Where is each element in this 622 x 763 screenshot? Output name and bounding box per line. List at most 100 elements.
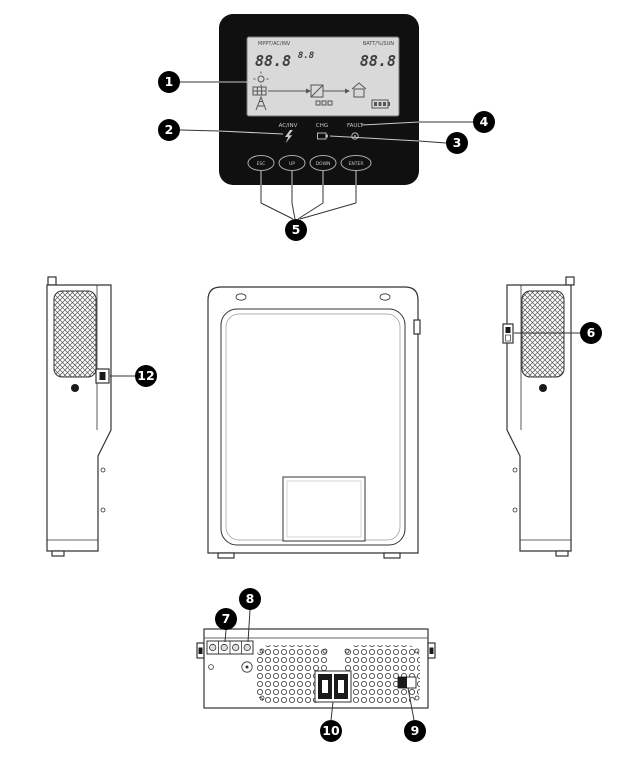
svg-text:ENTER: ENTER xyxy=(349,161,364,167)
callout-4: 4 xyxy=(361,111,495,133)
button-up: UP xyxy=(278,155,306,171)
function-buttons: ESC UP DOWN ENTER xyxy=(247,155,372,171)
lcd-digits-left: 88.8 xyxy=(255,52,291,70)
power-switch-edge xyxy=(413,319,421,335)
svg-text:UP: UP xyxy=(289,161,295,167)
fan-grille xyxy=(521,290,565,378)
lcd-sun-icon xyxy=(253,71,269,87)
lcd-battery-icon xyxy=(371,99,390,109)
front-view xyxy=(207,286,421,559)
terminal-screw xyxy=(232,643,240,652)
led-chg-label: CHG xyxy=(316,123,328,129)
knockout-center xyxy=(245,665,249,669)
screw-icon xyxy=(100,467,106,473)
lcd-label-left: MPPT/AC/INV xyxy=(258,41,291,47)
screw-slot xyxy=(379,293,391,301)
power-switch xyxy=(502,323,514,344)
svg-text:10: 10 xyxy=(322,723,340,738)
mount-tab xyxy=(565,276,575,286)
lcd-inverter-icon xyxy=(310,84,324,98)
screw-icon xyxy=(414,648,420,654)
svg-text:2: 2 xyxy=(165,122,174,137)
led-indicators: AC/INV CHG FAULT xyxy=(279,123,364,144)
screw-icon xyxy=(322,648,328,654)
led-ac-inv: AC/INV xyxy=(279,123,298,144)
callout-10: 10 xyxy=(320,701,342,742)
svg-text:8: 8 xyxy=(246,591,255,606)
fan-grille xyxy=(53,290,97,378)
foot xyxy=(217,552,235,559)
led-chg: CHG xyxy=(316,123,328,140)
button-esc: ESC xyxy=(247,155,275,171)
screw-icon xyxy=(208,664,214,670)
led-fault-label: FAULT xyxy=(347,123,364,129)
callout-7: 7 xyxy=(215,608,237,643)
lcd-pv-panel-icon xyxy=(252,86,267,96)
mount-slot xyxy=(198,647,203,654)
fault-led-dot xyxy=(354,135,356,137)
screw-icon xyxy=(259,695,265,701)
front-label-window xyxy=(282,476,366,542)
battery-connector xyxy=(314,670,352,703)
svg-text:7: 7 xyxy=(222,611,231,626)
front-label-window-inner xyxy=(286,480,362,538)
callout-6: 6 xyxy=(514,322,602,344)
terminal-screw xyxy=(209,643,217,652)
terminal-block xyxy=(206,640,254,655)
fault-led-icon xyxy=(351,132,359,140)
screw-icon xyxy=(259,648,265,654)
vent-grille-left xyxy=(256,645,329,703)
left-side-view xyxy=(46,276,112,557)
right-side-view xyxy=(502,276,575,557)
led-ac-inv-label: AC/INV xyxy=(279,123,298,129)
lcd-display: MPPT/AC/INV BATT/%/SUN 88.8 8.8 88.8 xyxy=(246,36,400,117)
lcd-house-icon xyxy=(351,82,367,98)
callout-1: 1 xyxy=(158,71,250,93)
lcd-label-right: BATT/%/SUN xyxy=(363,41,394,47)
dip-switch xyxy=(397,676,417,689)
screw-icon xyxy=(344,648,350,654)
callout-3: 3 xyxy=(329,132,468,154)
mount-slot xyxy=(429,647,434,654)
led-fault: FAULT xyxy=(347,123,364,140)
foot xyxy=(383,552,401,559)
screw-hole xyxy=(539,384,547,392)
callout-5: 5 xyxy=(260,171,357,241)
svg-text:5: 5 xyxy=(292,222,301,237)
svg-text:DOWN: DOWN xyxy=(316,161,331,167)
screw-icon xyxy=(100,507,106,513)
terminal-screw xyxy=(220,643,228,652)
lcd-grid-icon xyxy=(255,95,267,111)
front-cover xyxy=(220,308,406,546)
foot xyxy=(51,550,65,557)
screw-slot xyxy=(235,293,247,301)
button-down: DOWN xyxy=(309,155,337,171)
bottom-view xyxy=(196,628,436,709)
svg-text:ESC: ESC xyxy=(257,161,266,167)
svg-text:3: 3 xyxy=(453,135,462,150)
button-enter: ENTER xyxy=(340,155,372,171)
comm-port xyxy=(95,368,110,384)
callout-12: 12 xyxy=(110,365,157,387)
lcd-screen xyxy=(246,36,400,117)
callout-9: 9 xyxy=(404,687,426,742)
lcd-flow-arrows xyxy=(268,88,350,94)
vent-grille-right xyxy=(343,645,420,703)
screw-icon xyxy=(414,695,420,701)
mount-tab xyxy=(47,276,57,286)
svg-text:12: 12 xyxy=(137,368,154,383)
battery-nub-icon xyxy=(326,134,328,138)
foot xyxy=(555,550,569,557)
svg-text:1: 1 xyxy=(165,74,174,89)
screw-icon xyxy=(512,507,518,513)
knockout-hole xyxy=(241,661,253,673)
callout-8: 8 xyxy=(239,588,261,643)
callout-2: 2 xyxy=(158,119,284,141)
screw-hole xyxy=(71,384,79,392)
terminal-screw xyxy=(243,643,251,652)
lcd-digits-mid: 8.8 xyxy=(298,51,314,61)
screw-icon xyxy=(512,467,518,473)
svg-text:4: 4 xyxy=(480,114,489,129)
